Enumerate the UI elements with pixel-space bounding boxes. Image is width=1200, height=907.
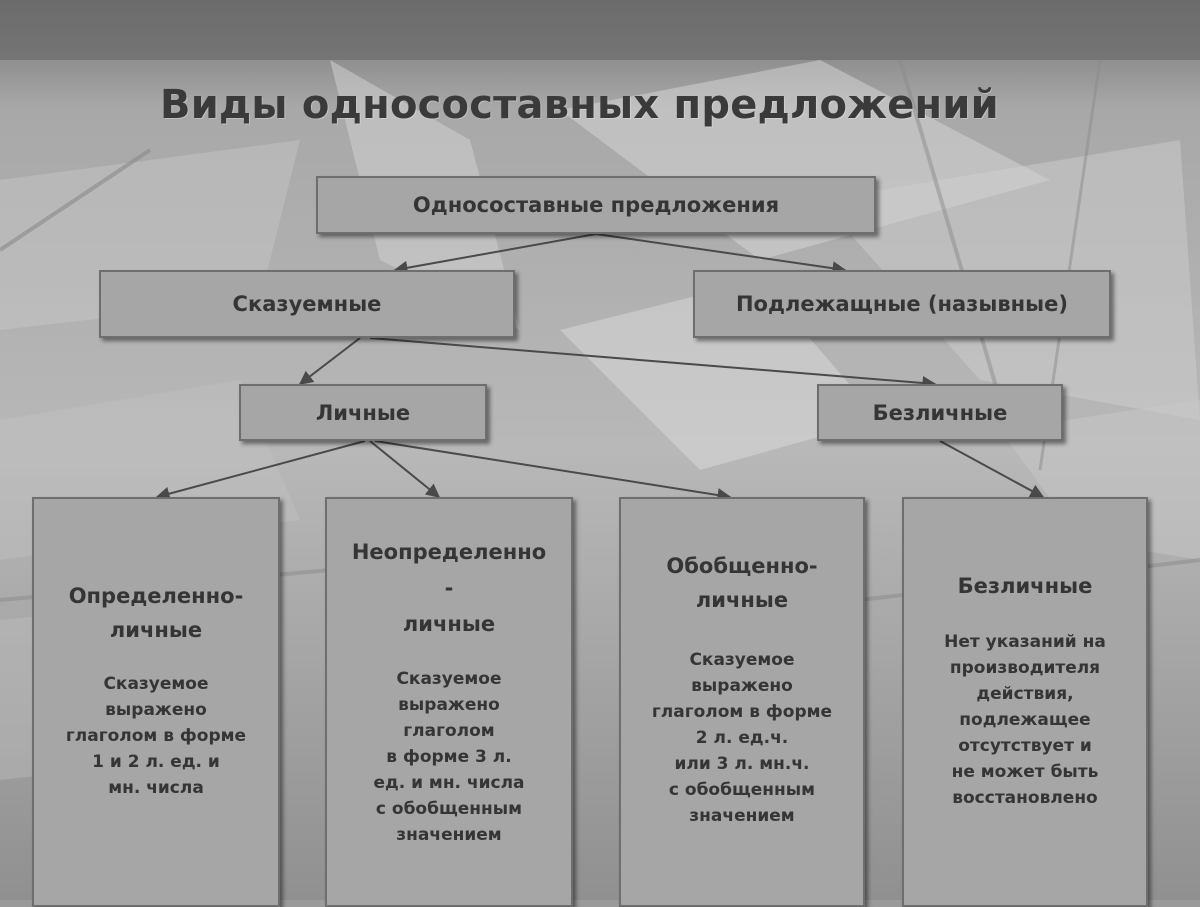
- leaf-description-line: ед. и мн. числа: [373, 773, 525, 793]
- leaf-description-line: отсутствует и: [958, 736, 1092, 756]
- leaf-heading-line: личные: [695, 588, 789, 612]
- leaf-description-line: глаголом: [403, 721, 495, 741]
- leaf-description-line: выражено: [398, 695, 500, 715]
- leaf-description-line: Сказуемое: [103, 674, 209, 694]
- leaf-heading: Безличные: [958, 569, 1093, 603]
- leaf-description-line: выражено: [691, 676, 793, 696]
- leaf-description-line: Сказуемое: [689, 650, 795, 670]
- node-root-label: Односоставные предложения: [412, 193, 780, 217]
- leaf-description-line: 2 л. ед.ч.: [695, 728, 789, 748]
- leaf-heading: Неопределенно - личные: [352, 534, 546, 642]
- arrow-bezlichnye-to-bezlichnye-leaf: [939, 440, 1045, 498]
- leaf-description-line: действия,: [976, 684, 1074, 704]
- node-podlezhashchnye: Подлежащные (назывные): [693, 270, 1111, 338]
- arrow-skazuemnye-to-lichnye: [298, 337, 361, 385]
- arrow-lichnye-to-neopredelenno: [369, 440, 441, 498]
- leaf-description: Сказуемое выражено глаголом в форме 2 л.…: [652, 647, 832, 829]
- arrow-lichnye-to-obobshchenno: [374, 440, 732, 502]
- leaf-heading-line: Обобщенно-: [666, 554, 818, 578]
- leaf-description: Нет указаний на производителя действия, …: [944, 629, 1106, 811]
- leaf-description-line: подлежащее: [959, 710, 1091, 730]
- leaf-obobshchenno-lichnye: Обобщенно- личные Сказуемое выражено гла…: [619, 497, 865, 907]
- node-root: Односоставные предложения: [316, 176, 876, 234]
- node-skazuemnye-label: Сказуемные: [232, 292, 382, 316]
- leaf-heading-line: -: [444, 576, 454, 600]
- leaf-description-line: в форме 3 л.: [386, 747, 512, 767]
- page-title: Виды односоставных предложений: [160, 82, 999, 128]
- leaf-description-line: с обобщенным: [668, 780, 816, 800]
- leaf-description-line: не может быть: [951, 762, 1099, 782]
- leaf-description-line: мн. числа: [108, 778, 204, 798]
- leaf-description-line: значением: [689, 806, 795, 826]
- leaf-description-line: 1 и 2 л. ед. и: [92, 752, 220, 772]
- leaf-heading-line: Определенно-: [68, 584, 244, 608]
- leaf-description-line: восстановлено: [952, 788, 1098, 808]
- leaf-heading-line: личные: [402, 612, 496, 636]
- leaf-description-line: с обобщенным: [375, 799, 523, 819]
- arrow-lichnye-to-opredelenno: [155, 440, 366, 501]
- leaf-heading-line: Неопределенно: [351, 540, 547, 564]
- node-bezlichnye: Безличные: [817, 384, 1063, 441]
- arrow-root-to-podlezhashchnye: [595, 233, 847, 276]
- leaf-description-line: глаголом в форме: [65, 726, 247, 746]
- leaf-description-line: Сказуемое: [396, 669, 502, 689]
- leaf-bezlichnye: Безличные Нет указаний на производителя …: [902, 497, 1148, 907]
- leaf-opredelenno-lichnye: Определенно- личные Сказуемое выражено г…: [32, 497, 280, 907]
- arrow-skazuemnye-to-bezlichnye: [369, 337, 937, 390]
- leaf-description-line: или 3 л. мн.ч.: [674, 754, 810, 774]
- leaf-description: Сказуемое выражено глаголом в форме 3 л.…: [373, 666, 524, 848]
- leaf-description: Сказуемое выражено глаголом в форме 1 и …: [66, 671, 246, 801]
- node-lichnye-label: Личные: [315, 400, 411, 425]
- node-skazuemnye: Сказуемные: [99, 270, 515, 338]
- leaf-description-line: выражено: [105, 700, 207, 720]
- arrow-root-to-skazuemnye: [393, 233, 597, 275]
- leaf-neopredelenno-lichnye: Неопределенно - личные Сказуемое выражен…: [325, 497, 573, 907]
- leaf-heading: Обобщенно- личные: [666, 549, 817, 617]
- leaf-description-line: Нет указаний на: [944, 632, 1106, 652]
- leaf-heading-line: Безличные: [957, 574, 1093, 598]
- leaf-description-line: значением: [396, 825, 502, 845]
- node-lichnye: Личные: [239, 384, 487, 441]
- node-bezlichnye-label: Безличные: [872, 400, 1008, 425]
- leaf-heading: Определенно- личные: [69, 579, 244, 647]
- node-podlezhashchnye-label: Подлежащные (назывные): [735, 292, 1069, 316]
- leaf-heading-line: личные: [109, 618, 203, 642]
- leaf-description-line: глаголом в форме: [651, 702, 833, 722]
- leaf-description-line: производителя: [949, 658, 1101, 678]
